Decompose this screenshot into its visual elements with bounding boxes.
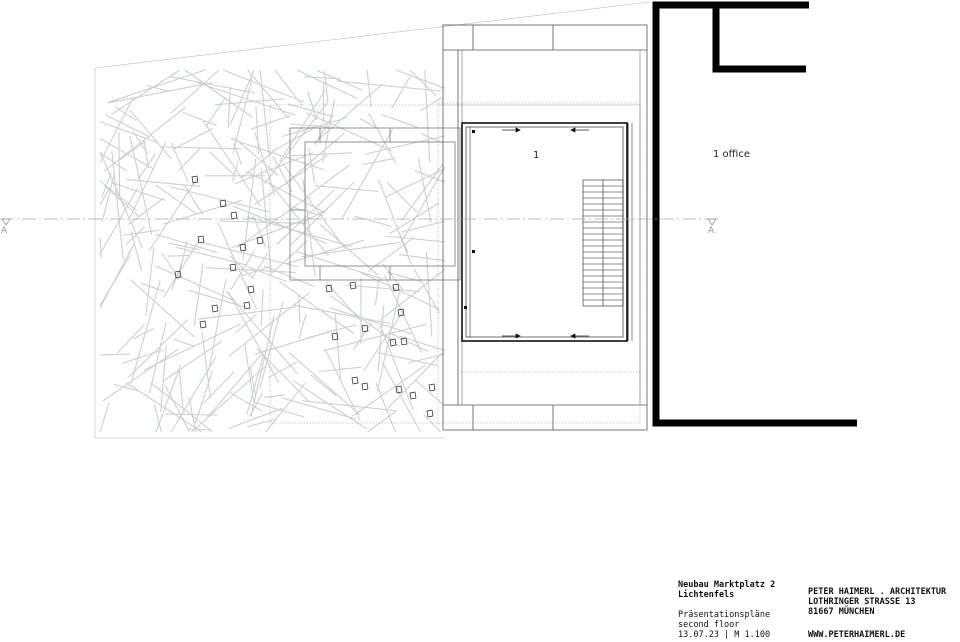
site-outline-left (94, 68, 445, 439)
section-line-a (0, 218, 720, 226)
drawing-floor: second floor (678, 620, 740, 630)
tree-canopy (99, 69, 446, 433)
office-name: PETER HAIMERL . ARCHITEKTUR (808, 587, 947, 597)
site-outline (94, 1, 651, 69)
column-markers (464, 130, 475, 309)
date-scale: 13.07.23 | M 1.100 (678, 630, 771, 640)
staircase (582, 179, 624, 307)
room-label-office: 1 office (713, 149, 750, 160)
room-label-stair: 1 (533, 150, 540, 161)
project-location: Lichtenfels (678, 590, 735, 600)
building-outline (442, 24, 648, 431)
office-street: LOTHRINGER STRASSE 13 (808, 597, 916, 607)
drawing-set: Präsentationspläne (678, 610, 771, 620)
balcony-structure (289, 127, 461, 281)
project-name: Neubau Marktplatz 2 (678, 580, 776, 590)
existing-walls (652, 1, 857, 427)
section-label-right: A (708, 226, 715, 236)
section-label-left: A (1, 226, 8, 236)
sliding-arrows (502, 127, 589, 339)
office-city: 81667 MÜNCHEN (808, 607, 875, 617)
office-website: WWW.PETERHAIMERL.DE (808, 630, 906, 640)
room-glazing (461, 122, 633, 342)
